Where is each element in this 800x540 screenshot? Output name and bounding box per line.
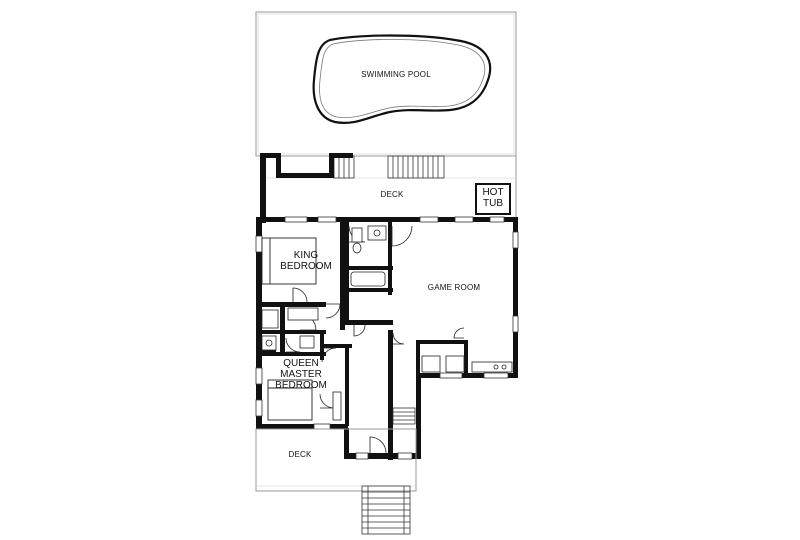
king-bed xyxy=(261,237,317,285)
bath-fixtures xyxy=(261,225,387,421)
lower-deck xyxy=(255,428,417,492)
interior-stairs xyxy=(392,407,416,425)
pool-terrace xyxy=(255,11,517,157)
queen-bed xyxy=(267,379,313,421)
king-bedroom-label: KING BEDROOM xyxy=(276,250,336,272)
upper-deck-label: DECK xyxy=(380,190,404,199)
queen-line-1: QUEEN xyxy=(283,358,319,369)
hot-tub xyxy=(475,183,511,215)
hot-tub-line-2: TUB xyxy=(483,198,503,209)
kitchenette xyxy=(421,355,513,373)
game-room-label: GAME ROOM xyxy=(427,283,481,292)
pool-stairs xyxy=(333,155,445,179)
hot-tub-line-1: HOT xyxy=(482,187,504,198)
queen-master-bedroom-label: QUEEN MASTER BEDROOM xyxy=(266,358,336,391)
walls xyxy=(256,153,518,460)
queen-line-2: MASTER xyxy=(280,369,322,380)
king-bedroom-line-2: BEDROOM xyxy=(280,261,332,272)
queen-line-3: BEDROOM xyxy=(275,380,327,391)
lower-deck-label: DECK xyxy=(288,450,312,459)
entry-stairs xyxy=(361,485,411,535)
king-bedroom-line-1: KING xyxy=(293,250,319,261)
hot-tub-label: HOT TUB xyxy=(476,187,510,209)
swimming-pool xyxy=(312,34,492,124)
swimming-pool-label: SWIMMING POOL xyxy=(361,70,431,79)
windows xyxy=(255,216,519,460)
